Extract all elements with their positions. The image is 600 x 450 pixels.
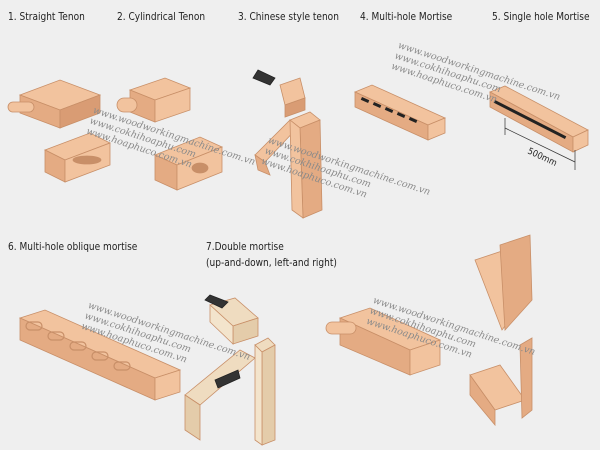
label-multi-hole-oblique: 6. Multi-hole oblique mortise	[8, 240, 138, 253]
corner-joint-pieces	[325, 234, 533, 427]
label-double-mortise: 7.Double mortise	[206, 240, 284, 253]
chinese-tenon-piece	[252, 69, 323, 219]
label-single-hole-mortise: 5. Single hole Mortise	[492, 10, 590, 23]
single-hole-mortise-piece	[489, 85, 589, 153]
label-cylindrical-tenon: 2. Cylindrical Tenon	[117, 10, 206, 23]
cylindrical-tenon-piece	[116, 77, 224, 191]
dimension-line	[504, 118, 576, 170]
multi-hole-mortise-piece	[353, 84, 447, 141]
multi-hole-oblique-piece	[18, 309, 182, 401]
label-chinese-tenon: 3. Chinese style tenon	[238, 10, 339, 23]
label-straight-tenon: 1. Straight Tenon	[8, 10, 85, 23]
dimension-label: 500mm	[526, 147, 559, 169]
label-multi-hole-mortise: 4. Multi-hole Mortise	[360, 10, 453, 23]
straight-tenon-piece	[7, 79, 111, 183]
double-mortise-pieces	[184, 294, 276, 446]
label-double-mortise-sub: (up-and-down, left-and right)	[206, 256, 337, 269]
